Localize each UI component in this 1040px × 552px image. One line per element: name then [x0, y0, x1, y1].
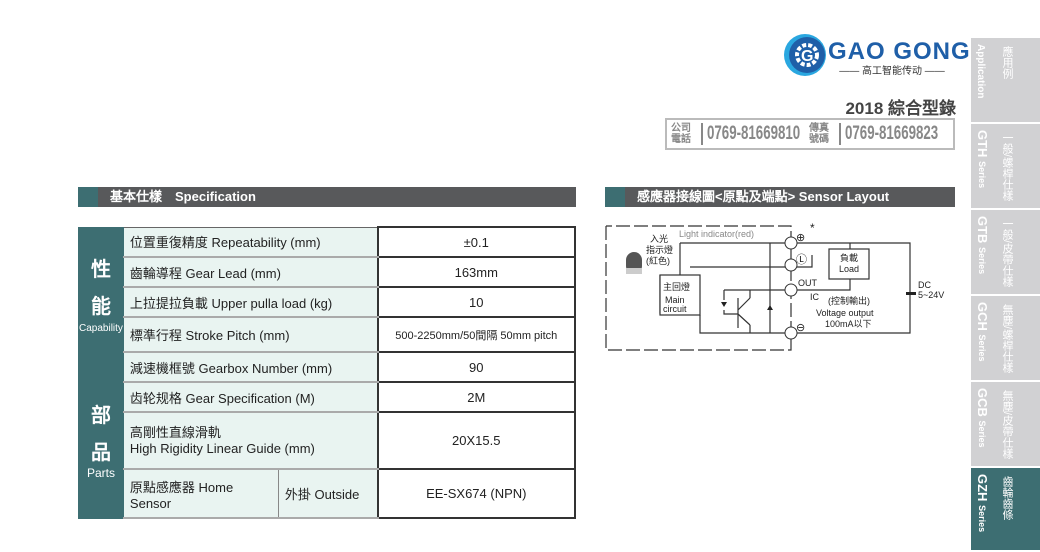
spec-header: 基本仕樣 Specification: [78, 187, 576, 207]
svg-text:指示燈: 指示燈: [646, 244, 673, 255]
svg-text:(控制輸出): (控制輸出): [828, 295, 870, 306]
svg-text:⊖: ⊖: [796, 322, 805, 334]
svg-text:主回燈: 主回燈: [663, 281, 690, 292]
table-row: 齿轮规格 Gear Specification (M)2M: [79, 381, 577, 413]
row-value: 10: [376, 286, 577, 318]
phone-number: 0769-81669810: [707, 123, 801, 144]
row-label: 上拉提拉負載 Upper pulla load (kg): [123, 286, 379, 318]
svg-text:Main: Main: [665, 295, 685, 305]
row-value: 20X15.5: [376, 411, 577, 470]
svg-text:circuit: circuit: [663, 304, 687, 314]
svg-text:(紅色): (紅色): [646, 255, 670, 266]
spec-title: 基本仕樣 Specification: [110, 189, 256, 204]
row-label: 齿轮规格 Gear Specification (M): [123, 381, 379, 413]
row-value: 2M: [376, 381, 577, 413]
phone-label: 公司電話: [671, 123, 691, 145]
row-value: 500-2250mm/50間隔 50mm pitch: [376, 316, 577, 353]
table-row: 標準行程 Stroke Pitch (mm)500-2250mm/50間隔 50…: [79, 316, 577, 353]
svg-text:*: *: [810, 221, 815, 235]
fax-label: 傳真號碼: [809, 123, 829, 145]
table-row: 上拉提拉負載 Upper pulla load (kg)10: [79, 286, 577, 318]
row-label: 原點感應器 Home Sensor: [123, 468, 279, 519]
sensor-header: 感應器接線圖<原點及端點> Sensor Layout: [605, 187, 955, 207]
svg-text:Load: Load: [839, 264, 859, 274]
row-label: 齒輪導程 Gear Lead (mm): [123, 256, 379, 288]
catalog-title: 2018 綜合型錄: [845, 99, 956, 118]
logo-gear-icon: G: [784, 34, 826, 76]
table-row: 齒輪導程 Gear Lead (mm)163mm: [79, 256, 577, 288]
svg-text:IC: IC: [810, 292, 820, 302]
svg-text:入光: 入光: [650, 233, 668, 244]
svg-text:100mA以下: 100mA以下: [825, 319, 872, 329]
svg-text:負載: 負載: [840, 252, 858, 263]
row-value: ±0.1: [376, 226, 577, 258]
fax-number: 0769-81669823: [845, 123, 939, 144]
row-label: 減速機框號 Gearbox Number (mm): [123, 351, 379, 383]
svg-text:G: G: [801, 48, 813, 65]
svg-text:OUT: OUT: [798, 278, 818, 288]
svg-text:Voltage output: Voltage output: [816, 308, 874, 318]
contact-box: 公司電話 0769-81669810 傳真號碼 0769-81669823: [665, 118, 955, 150]
svg-text:5~24V: 5~24V: [918, 290, 944, 300]
sensor-title: 感應器接線圖<原點及端點> Sensor Layout: [637, 189, 890, 204]
brand-name: GAO GONG: [828, 38, 971, 65]
row-label: 標準行程 Stroke Pitch (mm): [123, 316, 379, 353]
light-indicator-label: Light indicator(red): [679, 229, 754, 239]
svg-text:Ⓛ: Ⓛ: [796, 253, 807, 266]
row-value: 90: [376, 351, 577, 383]
sensor-wiring-diagram: Light indicator(red) 入光 指示燈 (紅色) 主回燈 Mai…: [605, 221, 944, 351]
brand-subtitle-text: 高工智能传动: [862, 66, 922, 77]
brand-subtitle: —— 高工智能传动 ——: [839, 66, 945, 77]
row-value: 163mm: [376, 256, 577, 288]
row-label: 位置重復精度 Repeatability (mm): [123, 226, 379, 258]
svg-text:DC: DC: [918, 280, 931, 290]
svg-text:⊕: ⊕: [796, 232, 805, 244]
row-value: EE-SX674 (NPN): [376, 468, 577, 519]
row-sublabel: 外掛 Outside: [278, 468, 379, 519]
